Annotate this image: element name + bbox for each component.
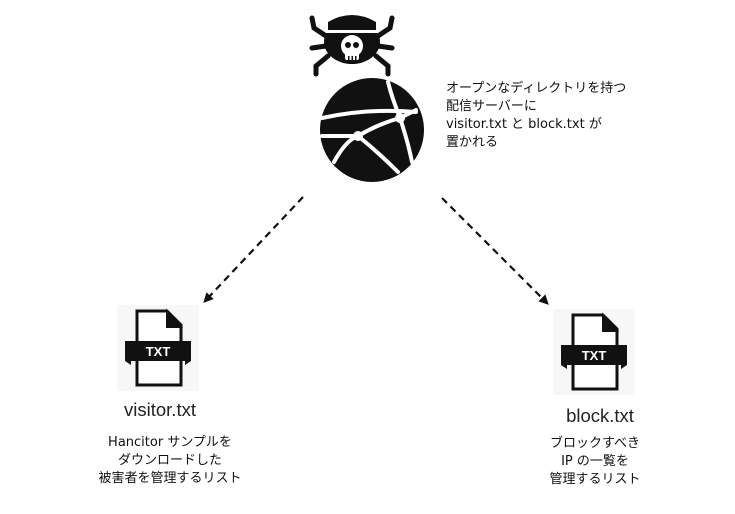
visitor-file-name: visitor.txt	[124, 399, 196, 420]
server-description: オープンなディレクトリを持つ 配信サーバーに visitor.txt と blo…	[446, 80, 626, 152]
arrow-to-block	[441, 197, 549, 305]
visitor-description-line: 被害者を管理するリスト	[98, 471, 242, 486]
block-file-description: ブロックすべき IP の一覧を 管理するリスト	[520, 435, 670, 489]
txt-file-icon: TXT	[117, 305, 199, 391]
server-description-line: 置かれる	[446, 135, 499, 150]
block-file-name: block.txt	[566, 405, 634, 426]
block-description-line: 管理するリスト	[549, 472, 641, 487]
pirate-skull-icon	[309, 15, 395, 77]
visitor-description-line: ダウンロードした	[117, 453, 222, 468]
block-description-line: ブロックすべき	[549, 436, 641, 451]
server-description-line: visitor.txt と block.txt が	[446, 117, 602, 132]
block-description-line: IP の一覧を	[561, 454, 629, 469]
file-badge: TXT	[582, 348, 607, 363]
pirate-server-globe-icon	[309, 15, 424, 182]
visitor-file-description: Hancitor サンプルを ダウンロードした 被害者を管理するリスト	[60, 434, 280, 488]
server-description-line: 配信サーバーに	[446, 99, 537, 114]
globe-icon	[320, 78, 424, 182]
server-description-line: オープンなディレクトリを持つ	[446, 81, 627, 96]
arrow-to-visitor	[203, 196, 304, 303]
file-badge: TXT	[146, 344, 171, 359]
visitor-description-line: Hancitor サンプルを	[108, 435, 232, 450]
txt-file-icon: TXT	[553, 309, 635, 395]
